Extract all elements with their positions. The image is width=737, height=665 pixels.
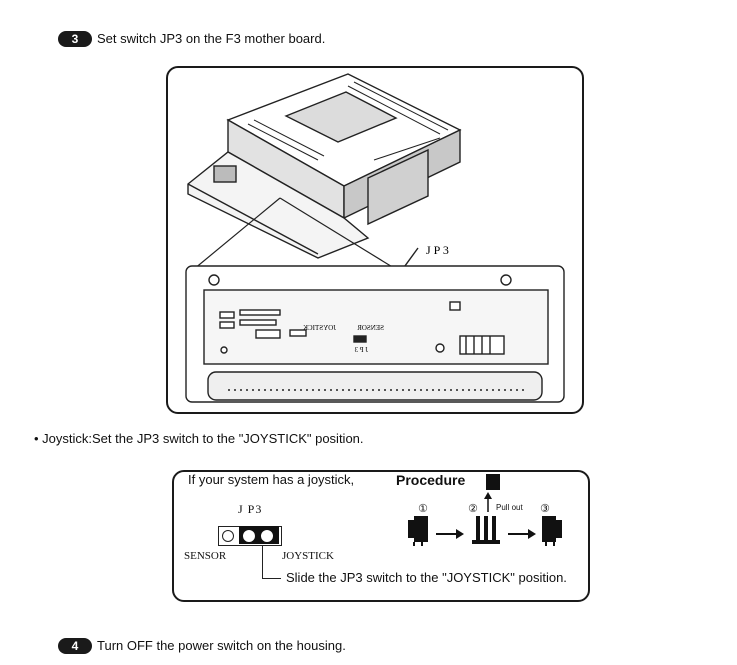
- sensor-label: SENSOR: [184, 550, 227, 562]
- pull-out-label: Pull out: [496, 503, 523, 512]
- board-switch-jp3: [353, 335, 367, 343]
- procedure-instruction: Slide the JP3 switch to the "JOYSTICK" p…: [286, 570, 567, 585]
- procedure-step-3-number: ③: [540, 503, 550, 515]
- step-3-text: Set switch JP3 on the F3 mother board.: [97, 31, 326, 46]
- tray-connector: [213, 165, 237, 183]
- step-1-jumper-icon: [408, 516, 428, 546]
- jp3-label: J P3: [238, 502, 263, 516]
- procedure-steps-diagram: [408, 474, 562, 546]
- removed-jumper-icon: [486, 474, 500, 490]
- step-3-jumper-icon: [542, 516, 562, 546]
- housing-label-panel: [284, 91, 398, 143]
- step-4-badge: 4: [58, 638, 92, 654]
- mount-hole-right: [500, 274, 512, 286]
- procedure-step-1-number: ①: [418, 503, 428, 515]
- step-4-text: Turn OFF the power switch on the housing…: [97, 638, 346, 653]
- board-detail: [185, 265, 565, 403]
- instruction-leader-line: [262, 546, 281, 579]
- device-illustration-frame: J P 3 JOYSTICK SENSOR J P 3: [166, 66, 584, 414]
- joystick-label: JOYSTICK: [282, 550, 334, 562]
- pin-joystick-icon: [261, 530, 273, 542]
- device-illustration: J P 3 JOYSTICK SENSOR J P 3: [185, 73, 565, 403]
- jp3-callout-label: J P 3: [426, 243, 449, 257]
- procedure-title: Procedure: [396, 472, 466, 488]
- step-2-pins-icon: [472, 516, 500, 544]
- pin-sensor-icon: [222, 530, 234, 542]
- board-grill: [207, 371, 543, 401]
- pin-middle-icon: [243, 530, 255, 542]
- joystick-note: • Joystick:Set the JP3 switch to the "JO…: [34, 431, 364, 446]
- board-label-joystick: JOYSTICK: [303, 324, 336, 332]
- jp3-switch: [218, 526, 282, 546]
- board-label-sensor: SENSOR: [357, 324, 384, 332]
- step-3-badge: 3: [58, 31, 92, 47]
- board-notch: [449, 301, 461, 311]
- board-label-jp3: J P 3: [354, 346, 368, 354]
- procedure-intro: If your system has a joystick,: [188, 472, 355, 487]
- procedure-frame: If your system has a joystick, Procedure…: [172, 470, 590, 602]
- top-vents: [247, 81, 449, 161]
- device-housing: [187, 73, 462, 259]
- procedure-step-2-number: ②: [468, 503, 478, 515]
- side-bracket: [367, 148, 429, 226]
- mount-hole-left: [208, 274, 220, 286]
